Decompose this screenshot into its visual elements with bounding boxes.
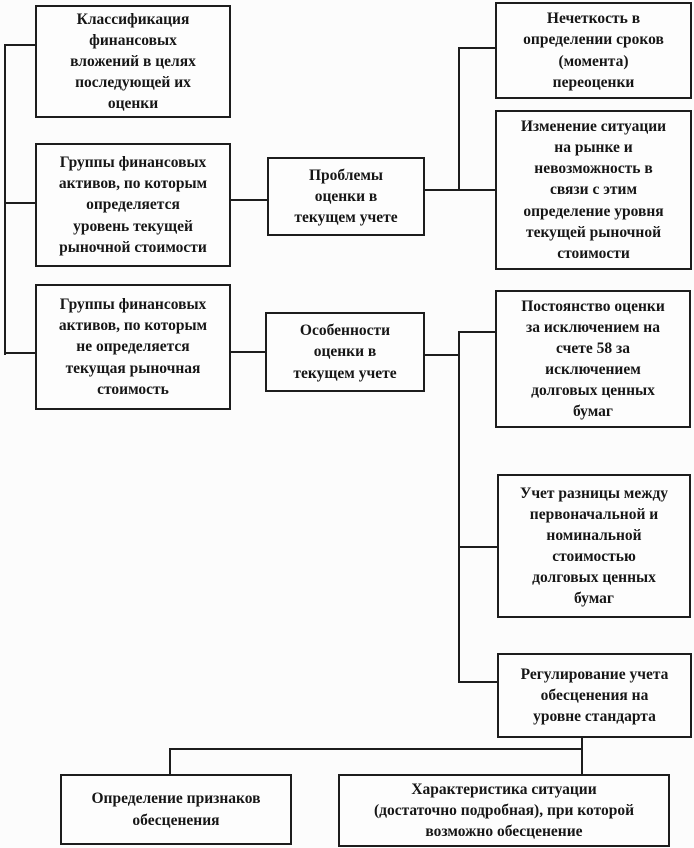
connector-impairment-down	[169, 748, 171, 776]
node-vagueness-of-terms: Нечеткость в определении сроков (момента…	[495, 2, 692, 99]
connector-left-spine	[4, 44, 6, 355]
connector-regulation-down	[581, 737, 583, 776]
node-label-market-change: Изменение ситуации на рынке и невозможно…	[520, 118, 667, 262]
connector-problems-to-right	[423, 189, 497, 191]
connector-groups-to-problems	[229, 199, 269, 201]
node-label-regulation: Регулирование учета обесценения на уровн…	[520, 665, 669, 726]
connector-bottom-horizontal	[169, 748, 583, 750]
node-label-groups-without: Группы финансовых активов, по которым не…	[58, 296, 208, 398]
node-market-situation-change: Изменение ситуации на рынке и невозможно…	[495, 110, 692, 270]
node-features-of-valuation: Особенности оценки в текущем учете	[265, 312, 425, 392]
node-groups-with-market-value: Группы финансовых активов, по которым оп…	[35, 143, 231, 267]
connector-stub-regulation	[458, 681, 499, 683]
connector-features-to-right	[423, 354, 460, 356]
node-label-vagueness: Нечеткость в определении сроков (момента…	[523, 10, 664, 91]
node-situation-characteristic: Характеристика ситуации (достаточно подр…	[338, 774, 670, 847]
node-impairment-regulation: Регулирование учета обесценения на уровн…	[497, 653, 692, 738]
connector-stub-vagueness	[458, 47, 497, 49]
node-label-groups-with: Группы финансовых активов, по которым оп…	[58, 154, 208, 256]
connector-left-stub-groups-with	[4, 202, 37, 204]
connector-right-top-spine	[458, 47, 460, 191]
connector-right-bottom-spine	[458, 331, 460, 683]
node-label-impairment: Определение признаков обесценения	[91, 790, 261, 829]
node-label-classification: Классификация финансовых вложений в целя…	[70, 10, 196, 113]
connector-stub-constancy	[458, 331, 497, 333]
node-value-difference-accounting: Учет разницы между первоначальной и номи…	[497, 474, 691, 618]
node-label-features: Особенности оценки в текущем учете	[293, 322, 397, 382]
node-label-situation: Характеристика ситуации (достаточно подр…	[373, 780, 635, 841]
node-valuation-constancy: Постоянство оценки за исключением на сче…	[495, 290, 691, 428]
node-impairment-signs: Определение признаков обесценения	[60, 774, 292, 845]
node-label-problems: Проблемы оценки в текущем учете	[294, 166, 398, 227]
node-problems-of-valuation: Проблемы оценки в текущем учете	[267, 157, 425, 236]
connector-left-stub-groups-without	[4, 352, 37, 354]
node-label-difference: Учет разницы между первоначальной и номи…	[519, 484, 669, 608]
connector-groups2-to-features	[229, 351, 267, 353]
node-groups-without-market-value: Группы финансовых активов, по которым не…	[35, 284, 231, 410]
node-label-constancy: Постоянство оценки за исключением на сче…	[521, 297, 665, 421]
connector-stub-difference	[458, 546, 499, 548]
node-classification: Классификация финансовых вложений в целя…	[35, 5, 231, 118]
connector-left-stub-classification	[4, 44, 37, 46]
